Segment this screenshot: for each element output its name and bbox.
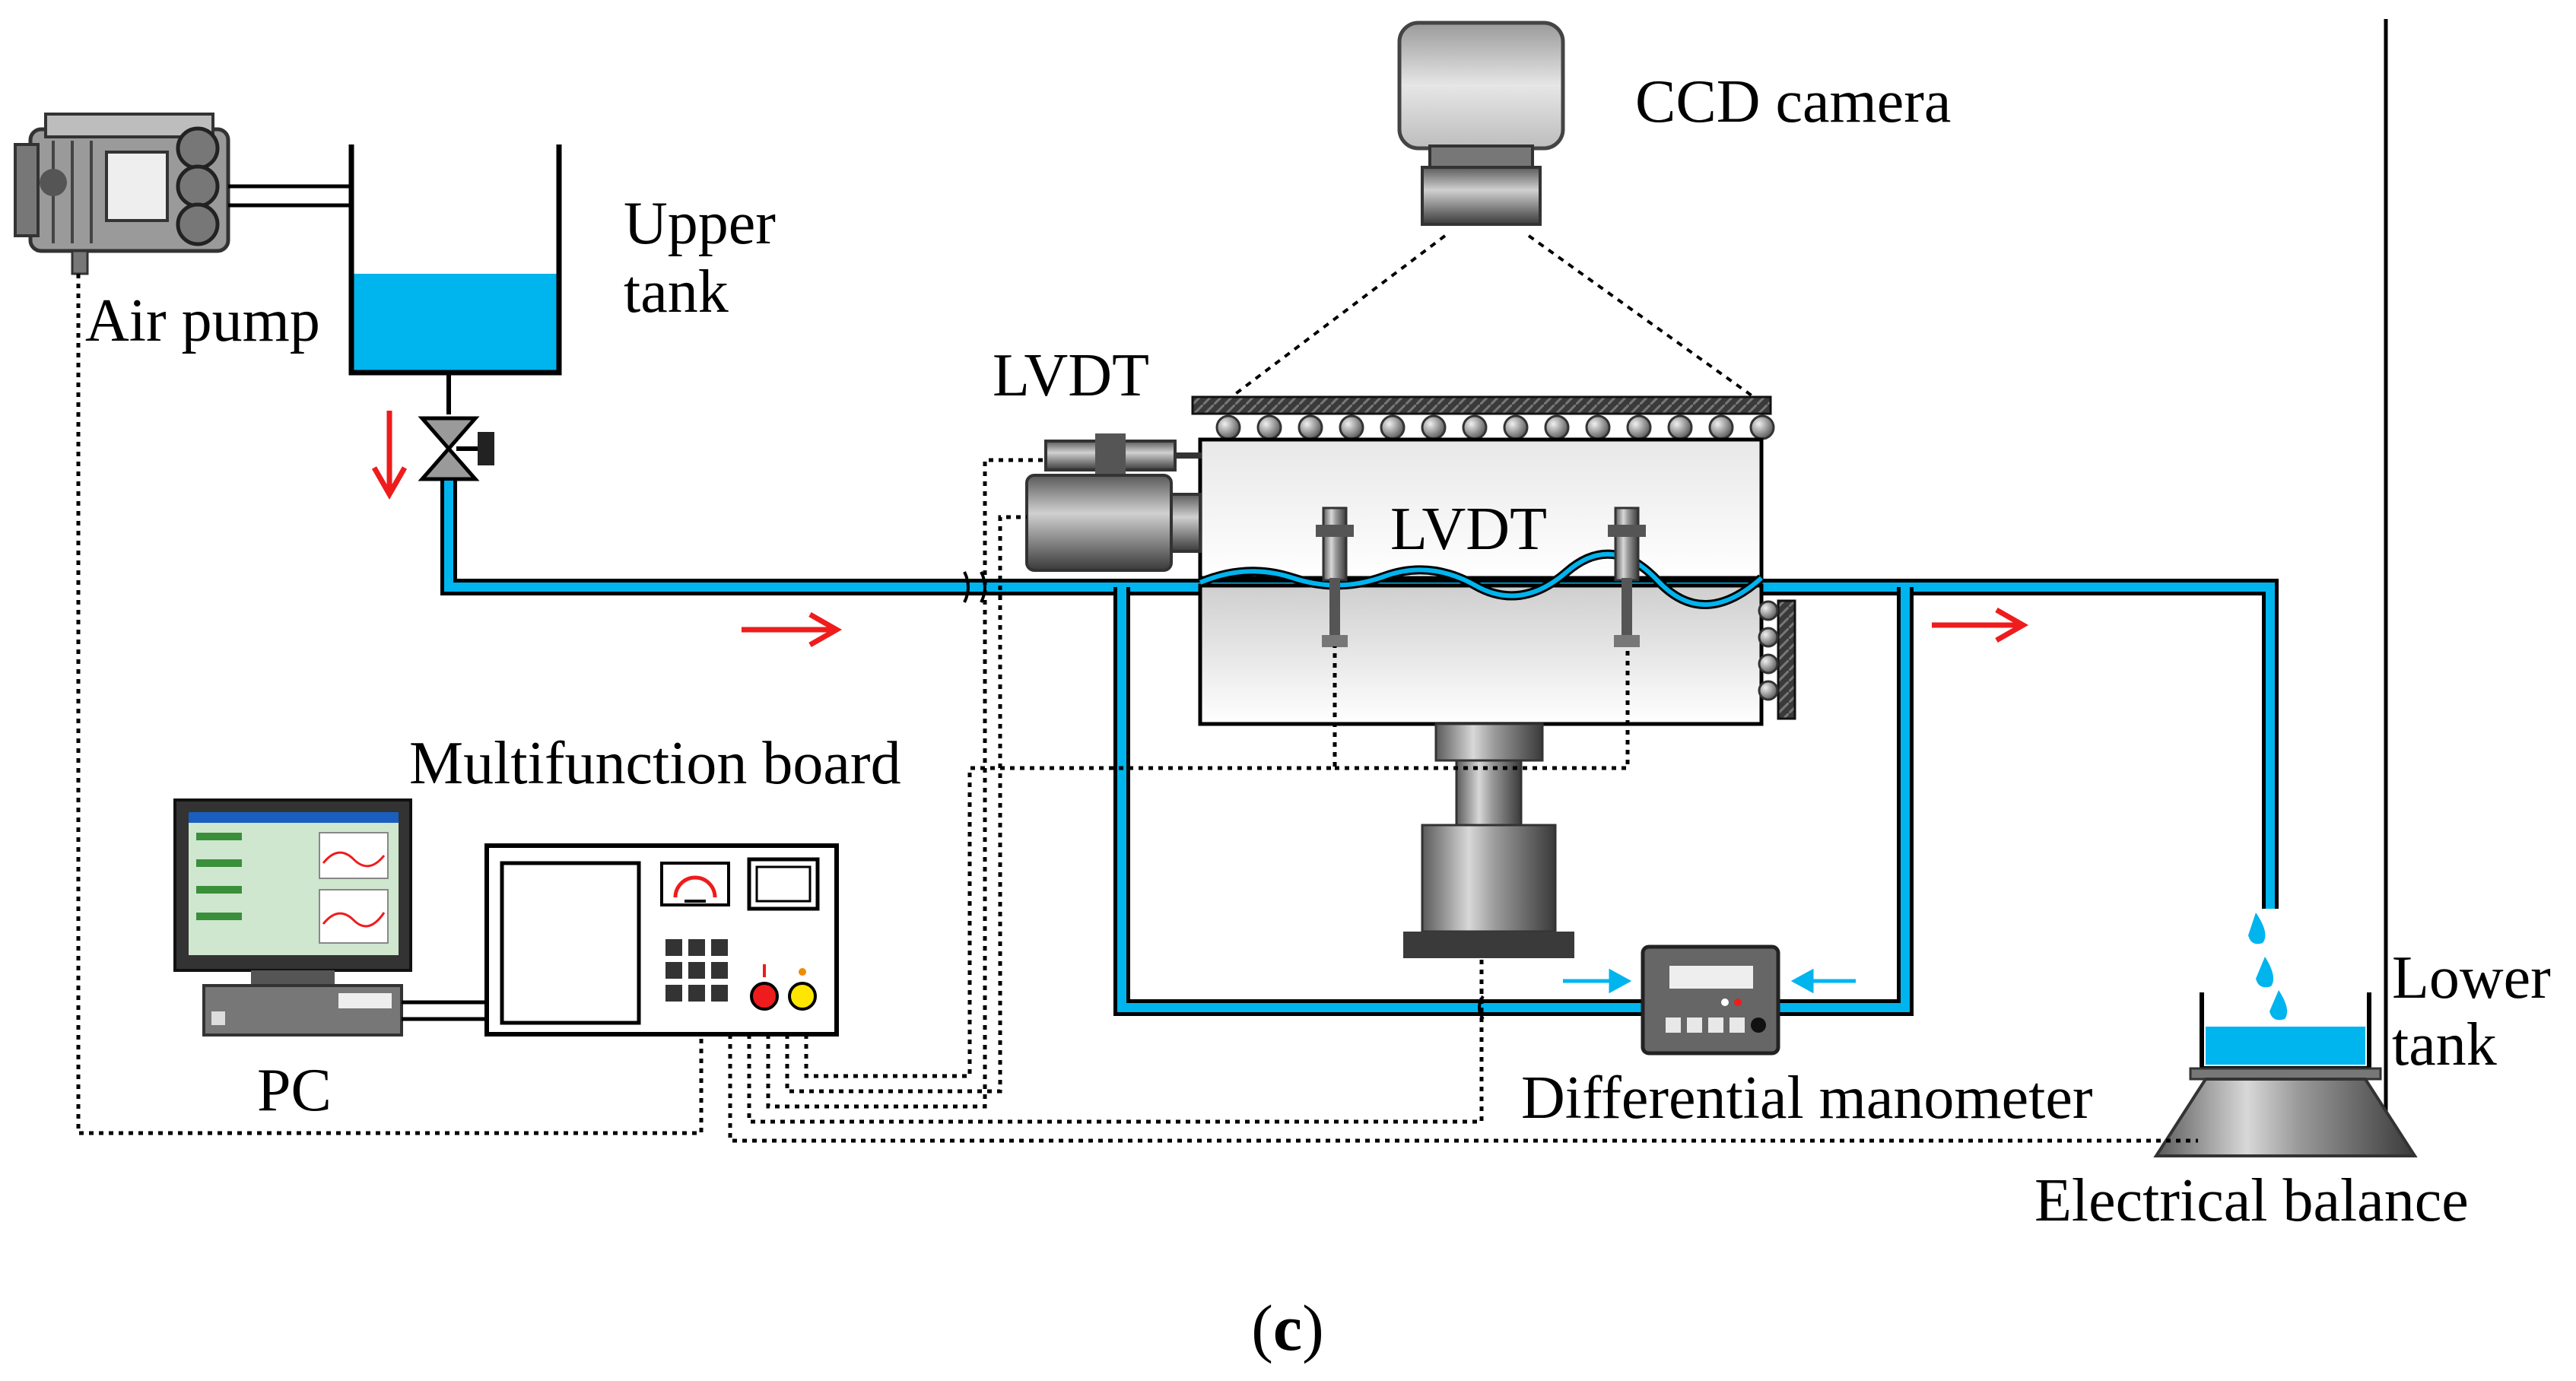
water-drops [2248, 913, 2288, 1021]
differential-manometer-icon [1641, 944, 1780, 1056]
label-electrical-balance: Electrical balance [2034, 1167, 2469, 1234]
roller-ball [1298, 414, 1323, 440]
roller-ball [1667, 414, 1693, 440]
roller-ball [1380, 414, 1406, 440]
roller-ball [1626, 414, 1652, 440]
electrical-balance-icon [2153, 1078, 2418, 1157]
label-lower: Lower [2392, 944, 2551, 1011]
air-pump-icon [14, 113, 230, 275]
label-lvdt-top: LVDT [993, 342, 1149, 409]
manometer-arrows [1563, 968, 1856, 994]
loading-column [1403, 722, 1574, 958]
roller-ball [1585, 414, 1611, 440]
test-cell [1191, 395, 1796, 726]
label-differential-manometer: Differential manometer [1521, 1065, 2093, 1132]
roller-ball [1256, 414, 1282, 440]
pc-case-icon [202, 984, 403, 1037]
caption-close: ) [1302, 1291, 1324, 1364]
roller-ball [1339, 414, 1364, 440]
label-multifunction-board: Multifunction board [409, 730, 901, 797]
caption-open: ( [1251, 1291, 1273, 1364]
label-ccd-camera: CCD camera [1635, 68, 1951, 135]
lvdt-sensor-horizontal [1044, 433, 1202, 478]
air-line [228, 184, 351, 208]
label-air-pump: Air pump [85, 287, 320, 354]
lvdt-sensor-vertical-1 [1316, 506, 1354, 647]
label-upper: Upper [624, 190, 776, 257]
roller-ball [1421, 414, 1447, 440]
pc-monitor-icon [173, 798, 412, 984]
roller-ball [1215, 414, 1241, 440]
roller-ball [1462, 414, 1488, 440]
caption-letter: c [1273, 1291, 1302, 1364]
lvdt-sensor-vertical-2 [1608, 506, 1646, 647]
figure-caption: (c) [1251, 1291, 1323, 1364]
roller-ball [1749, 414, 1775, 440]
signal-lines [76, 274, 2198, 1143]
valve-icon [418, 373, 494, 481]
roller-ball [1708, 414, 1734, 440]
actuator-icon [1025, 474, 1202, 572]
label-pc: PC [257, 1057, 332, 1124]
ccd-camera-icon [1397, 21, 1565, 226]
lower-tank [2189, 992, 2382, 1081]
roller-ball [1544, 414, 1570, 440]
roller-ball [1503, 414, 1529, 440]
label-upper-tank: tank [624, 259, 729, 325]
multifunction-board-icon [484, 843, 839, 1037]
label-lower-tank: tank [2392, 1011, 2497, 1078]
upper-tank [348, 144, 562, 376]
label-lvdt-middle: LVDT [1390, 496, 1547, 563]
camera-view-lines [1227, 234, 1758, 401]
pc-cable [402, 1000, 487, 1021]
pipe-crossings [963, 571, 1485, 1021]
